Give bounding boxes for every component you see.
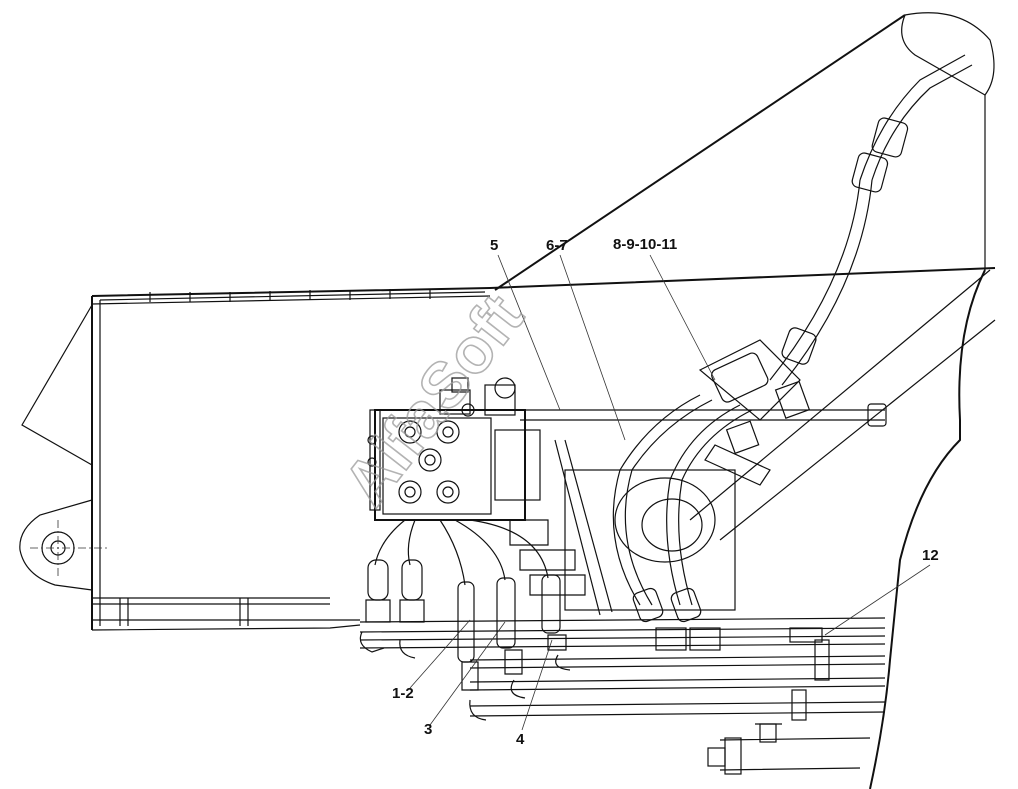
leader-lines: [409, 254, 931, 731]
callout-8-9-10-11: 8-9-10-11: [613, 236, 677, 253]
callout-4: 4: [516, 731, 525, 748]
lower-pipes: [359, 617, 886, 775]
swing-motor: [509, 439, 736, 616]
callout-labels: 1-2 3 4 5 6-7 8-9-10-11 12: [392, 236, 939, 748]
lower-hoses: [359, 519, 571, 721]
watermark: AlfaSoft: [329, 281, 537, 519]
chassis-frame: [91, 267, 996, 631]
callout-6-7: 6-7: [546, 237, 568, 254]
callout-3: 3: [424, 721, 432, 738]
valve-block: [367, 377, 887, 521]
callout-1-2: 1-2: [392, 685, 414, 702]
callout-12: 12: [922, 547, 939, 564]
front-lug: [19, 304, 110, 591]
boom-arm: [494, 12, 996, 789]
callout-5: 5: [490, 237, 498, 254]
boom-hoses: [612, 54, 973, 651]
